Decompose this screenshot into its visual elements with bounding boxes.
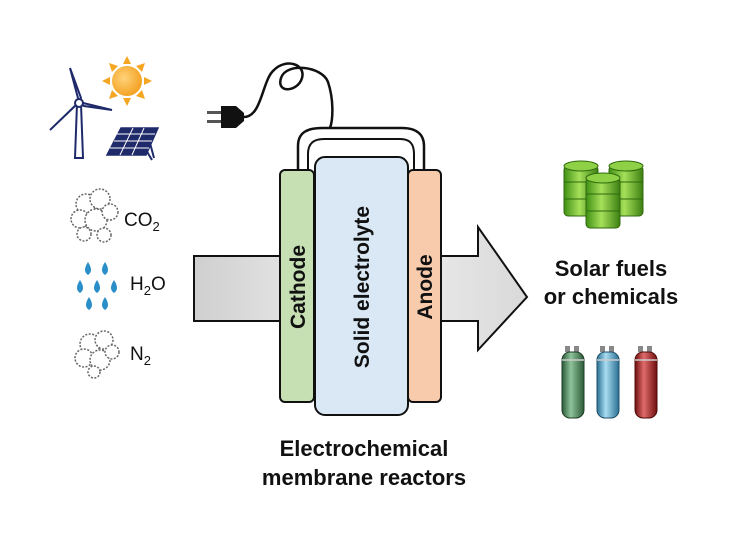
reactor-wire: [296, 126, 426, 172]
co2-label: CO2: [124, 210, 160, 234]
barrels-icon: [563, 160, 644, 229]
cathode-label: Cathode: [287, 245, 310, 329]
anode-layer: [407, 169, 442, 403]
reactor-wire-inner: [307, 138, 415, 172]
reactor-caption-line1: Electrochemical: [280, 436, 449, 461]
power-plug-icon: [207, 62, 334, 129]
water-drops-icon: [77, 262, 117, 310]
output-label-line1: Solar fuels: [555, 256, 667, 281]
h2o-label: H2O: [130, 274, 166, 298]
output-label-line2: or chemicals: [544, 284, 679, 309]
cloud-icon: [74, 330, 120, 379]
n2-label: N2: [130, 344, 151, 368]
anode-label: Anode: [414, 254, 437, 319]
sun-icon: [102, 56, 152, 106]
wind-turbine-icon: [49, 67, 113, 159]
electrolyte-label: Solid electrolyte: [351, 206, 374, 368]
cloud-icon: [70, 188, 119, 243]
gas-cylinders-icon: [561, 346, 658, 419]
solar-panel-icon: [105, 127, 160, 161]
reactor-caption-line2: membrane reactors: [262, 465, 466, 490]
